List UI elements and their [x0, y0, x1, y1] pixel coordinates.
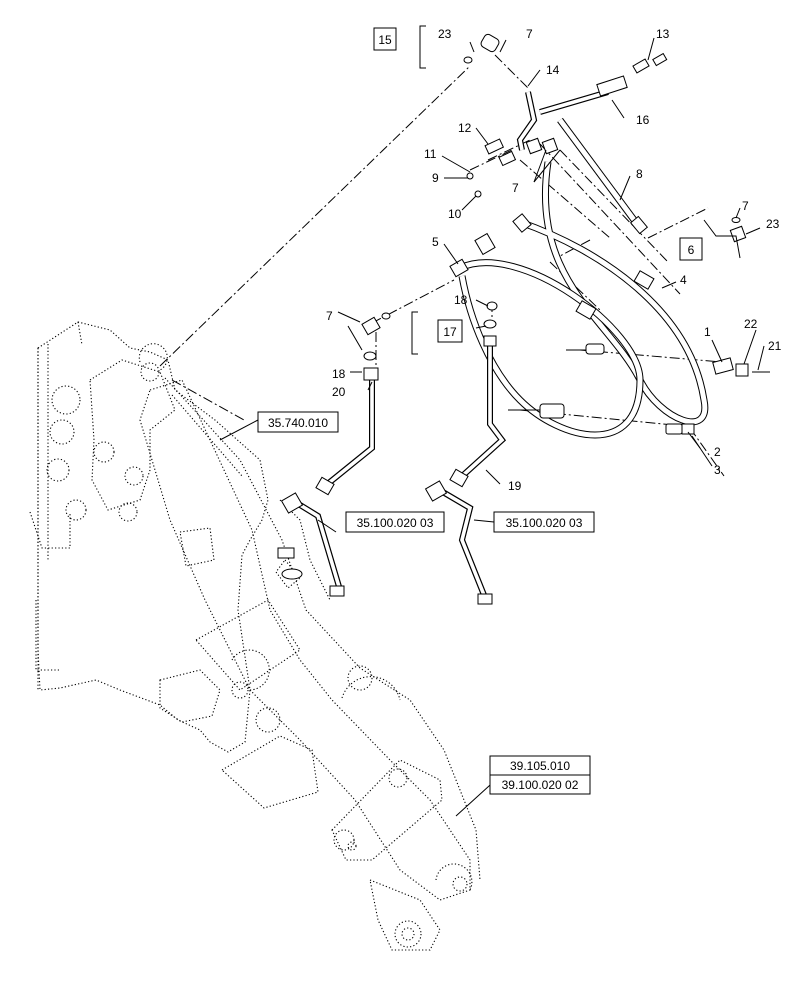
reference-boxes: 35.740.010 35.100.020 03 35.100.020 03 3… — [257, 411, 595, 795]
ref-box-35-740-010 — [257, 411, 339, 433]
hose-lines — [290, 89, 709, 602]
callout-2: 2 — [714, 445, 721, 459]
callout-1: 1 — [704, 325, 711, 339]
callout-7-b: 7 — [512, 181, 519, 195]
ref-box-35-100-020-03-a — [345, 511, 445, 533]
callout-15-boxed: 15 — [378, 33, 392, 47]
callout-5: 5 — [432, 235, 439, 249]
callout-6-boxed: 6 — [688, 243, 695, 257]
callout-11: 11 — [424, 147, 437, 161]
callout-7-d: 7 — [326, 309, 333, 323]
callout-18: 18 — [454, 293, 468, 307]
callout-16: 16 — [636, 113, 650, 127]
callout-12: 12 — [458, 121, 472, 135]
callout-9: 9 — [432, 171, 439, 185]
ref-39-100-020-02: 39.100.020 02 — [502, 778, 579, 792]
ref-39-105-010: 39.105.010 — [510, 759, 570, 773]
callout-14: 14 — [546, 63, 560, 77]
callout-22: 22 — [744, 317, 758, 331]
leader-lines — [219, 25, 765, 817]
callout-box-6 — [679, 237, 703, 261]
callout-7-c: 7 — [742, 199, 749, 213]
callout-7: 7 — [526, 27, 533, 41]
boom-arms — [139, 377, 481, 951]
callout-10: 10 — [448, 207, 462, 221]
callout-17-boxed: 17 — [443, 325, 457, 339]
ref-35-740-010: 35.740.010 — [268, 416, 328, 430]
callout-19: 19 — [508, 479, 522, 493]
ref-35-100-020-03-a: 35.100.020 03 — [357, 516, 434, 530]
ref-box-35-100-020-03-b — [493, 511, 595, 533]
callout-20: 20 — [332, 385, 346, 399]
callout-box-17 — [437, 319, 463, 343]
callout-21: 21 — [768, 339, 782, 353]
callout-23-b: 23 — [766, 217, 780, 231]
ref-35-100-020-03-b: 35.100.020 03 — [506, 516, 583, 530]
callouts: 15 6 17 23 7 13 14 16 12 11 9 10 7 8 7 2… — [326, 27, 782, 493]
callout-18-b: 18 — [332, 367, 346, 381]
callout-13: 13 — [656, 27, 670, 41]
callout-4: 4 — [680, 273, 687, 287]
callout-23: 23 — [438, 27, 452, 41]
fittings — [277, 33, 770, 605]
loader-frame — [29, 321, 319, 809]
callout-3: 3 — [714, 463, 721, 477]
callout-8: 8 — [636, 167, 643, 181]
callout-box-15 — [373, 27, 397, 51]
